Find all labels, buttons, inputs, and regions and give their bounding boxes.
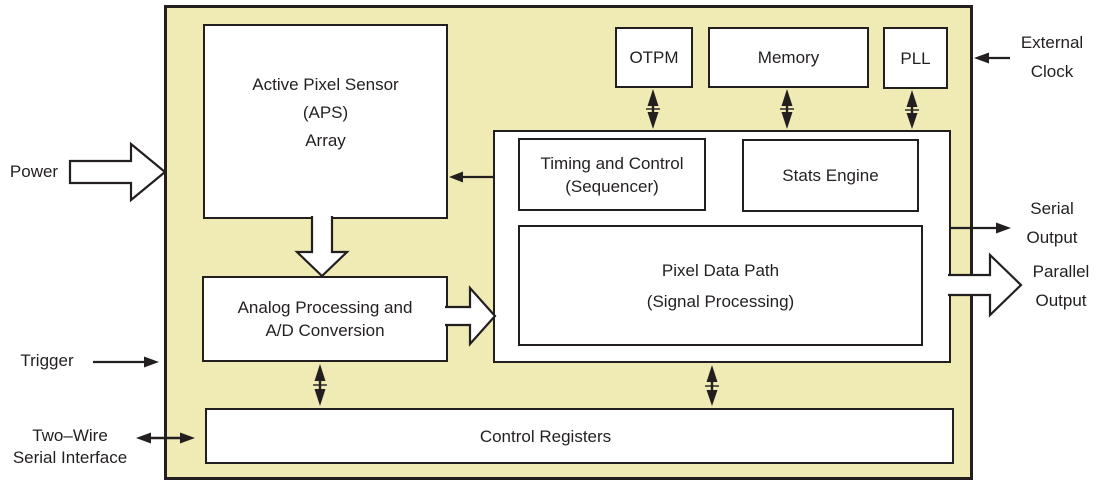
block-label: OTPM [629,48,679,67]
external-clock-arrow [974,52,1010,64]
block-label: Active Pixel Sensor [252,74,399,94]
block-stats-engine: Stats Engine [742,139,919,212]
block-analog-processing: Analog Processing and A/D Conversion [202,276,448,362]
block-label: Control Registers [479,426,612,446]
block-otpm: OTPM [615,27,693,88]
block-pixel-data-path: Pixel Data Path (Signal Processing) [518,225,923,346]
block-memory: Memory [708,27,869,88]
block-control-registers: Control Registers [205,408,954,464]
block-label: Stats Engine [782,166,879,185]
trigger-arrow [93,356,159,368]
block-label: Timing and Control [540,153,684,173]
label-two-wire-serial-interface: Two–Wire Serial Interface [12,426,128,467]
block-aps-array: Active Pixel Sensor (APS) Array [203,24,448,219]
block-label: (Signal Processing) [646,291,795,311]
power-input-arrow [68,141,167,203]
label-power: Power [9,162,59,181]
block-label: PLL [900,48,931,68]
block-pll: PLL [883,27,948,89]
label-serial-output: Serial Output [1026,199,1078,247]
block-label: (APS) [302,102,349,122]
label-parallel-output: Parallel Output [1032,262,1090,310]
block-label: (Sequencer) [565,176,659,196]
block-label: Array [305,130,346,150]
block-label: Memory [757,48,820,67]
block-label: Pixel Data Path [661,260,780,280]
label-external-clock: External Clock [1020,33,1084,81]
block-timing-control: Timing and Control (Sequencer) [518,138,706,211]
block-label: A/D Conversion [265,321,385,340]
block-label: Analog Processing and [237,298,413,317]
label-trigger: Trigger [20,351,74,370]
